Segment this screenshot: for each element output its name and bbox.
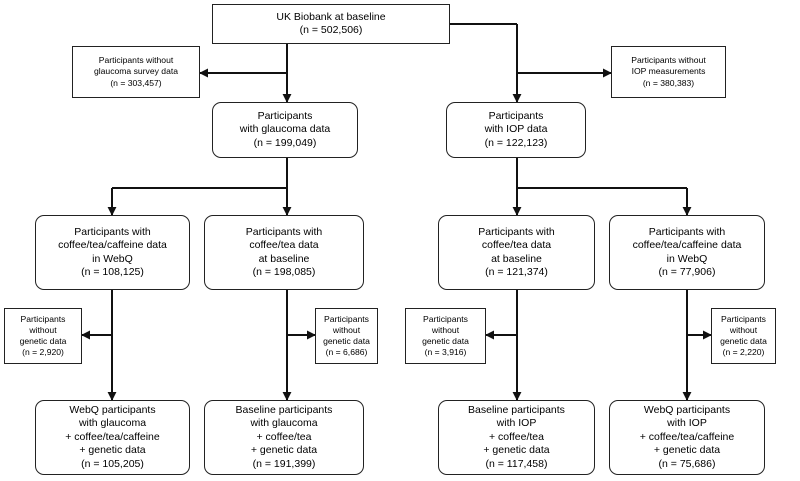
box-no-genetic-webq-glaucoma: Participants without genetic data (n = 2…: [4, 308, 82, 364]
box-baseline-iop: Participants with coffee/tea data at bas…: [438, 215, 595, 290]
text-line: (n = 77,906): [658, 265, 716, 278]
text-line: Participants: [257, 109, 313, 122]
text-line: in WebQ: [666, 252, 708, 265]
box-baseline-glaucoma: Participants with coffee/tea data at bas…: [204, 215, 364, 290]
box-no-genetic-baseline-iop: Participants without genetic data (n = 3…: [405, 308, 486, 364]
text-line: without: [729, 324, 758, 335]
root-line-1: UK Biobank at baseline: [276, 10, 386, 23]
box-with-glaucoma-data: Participants with glaucoma data (n = 199…: [212, 102, 358, 158]
text-line: + genetic data: [653, 444, 721, 457]
text-line: coffee/tea/caffeine data: [58, 239, 167, 252]
text-line: glaucoma survey data: [93, 66, 179, 77]
text-line: Participants with: [478, 225, 555, 238]
text-line: Participants: [20, 313, 66, 324]
box-no-genetic-webq-iop: Participants without genetic data (n = 2…: [711, 308, 776, 364]
text-line: (n = 75,686): [658, 457, 716, 470]
text-line: with glaucoma: [78, 417, 147, 430]
box-without-glaucoma-survey: Participants without glaucoma survey dat…: [72, 46, 200, 98]
text-line: + genetic data: [483, 444, 550, 457]
text-line: (n = 108,125): [81, 265, 144, 278]
text-line: Participants: [488, 109, 544, 122]
text-line: (n = 199,049): [253, 136, 317, 149]
text-line: + coffee/tea/caffeine: [65, 430, 160, 443]
text-line: + coffee/tea: [256, 430, 312, 443]
text-line: Participants with: [74, 225, 151, 238]
text-line: with IOP data: [484, 123, 548, 136]
text-line: (n = 380,383): [642, 77, 695, 88]
root-line-2: (n = 502,506): [299, 24, 363, 36]
text-line: + genetic data: [250, 444, 318, 457]
text-line: Participants: [721, 313, 766, 324]
text-line: (n = 117,458): [485, 457, 548, 470]
text-line: Participants: [423, 313, 468, 324]
box-final-webq-glaucoma: WebQ participants with glaucoma + coffee…: [35, 400, 190, 475]
text-line: IOP measurements: [631, 66, 706, 77]
text-line: Participants without: [98, 55, 174, 66]
text-line: with IOP: [496, 417, 537, 430]
text-line: genetic data: [422, 336, 469, 346]
text-line: coffee/tea data: [481, 239, 552, 252]
text-line: + genetic data: [79, 444, 146, 457]
text-line: (n = 2,220): [722, 347, 765, 358]
text-line: WebQ participants: [643, 403, 731, 416]
text-line: (n = 303,457): [110, 77, 162, 88]
text-line: + coffee/tea: [489, 430, 544, 443]
text-line: (n = 122,123): [484, 136, 548, 149]
text-line: with glaucoma: [250, 417, 318, 430]
text-line: (n = 121,374): [485, 265, 548, 278]
text-line: coffee/tea data: [249, 239, 319, 252]
text-line: genetic data: [720, 336, 767, 346]
text-line: genetic data: [323, 336, 370, 346]
text-line: without: [332, 324, 361, 335]
text-line: + coffee/tea/caffeine: [639, 430, 735, 443]
box-final-baseline-glaucoma: Baseline participants with glaucoma + co…: [204, 400, 364, 475]
text-line: Participants without: [631, 55, 706, 66]
text-line: Baseline participants: [235, 403, 333, 416]
text-line: Participants: [324, 313, 369, 324]
box-webq-iop: Participants with coffee/tea/caffeine da…: [609, 215, 765, 290]
box-final-webq-iop: WebQ participants with IOP + coffee/tea/…: [609, 400, 765, 475]
text-line: (n = 198,085): [252, 265, 316, 278]
box-without-iop: Participants without IOP measurements (n…: [611, 46, 726, 98]
box-webq-glaucoma: Participants with coffee/tea/caffeine da…: [35, 215, 190, 290]
box-with-iop-data: Participants with IOP data (n = 122,123): [446, 102, 586, 158]
box-no-genetic-baseline-glaucoma: Participants without genetic data (n = 6…: [315, 308, 378, 364]
text-line: at baseline: [258, 252, 310, 265]
text-line: (n = 2,920): [22, 347, 64, 358]
text-line: genetic data: [19, 336, 67, 346]
text-line: without: [431, 324, 460, 335]
text-line: (n = 3,916): [424, 347, 467, 358]
text-line: (n = 6,686): [325, 347, 368, 358]
box-uk-biobank-baseline: UK Biobank at baseline (n = 502,506): [212, 4, 450, 44]
text-line: WebQ participants: [69, 403, 156, 416]
text-line: Participants with: [245, 225, 323, 238]
text-line: with glaucoma data: [239, 123, 331, 136]
text-line: without: [29, 324, 57, 335]
box-final-baseline-iop: Baseline participants with IOP + coffee/…: [438, 400, 595, 475]
text-line: Baseline participants: [468, 403, 565, 416]
text-line: (n = 191,399): [252, 457, 316, 470]
text-line: at baseline: [491, 252, 542, 265]
text-line: with IOP: [667, 417, 707, 430]
text-line: in WebQ: [92, 252, 133, 265]
text-line: coffee/tea/caffeine data: [632, 239, 742, 252]
text-line: (n = 105,205): [81, 457, 144, 470]
text-line: Participants with: [648, 225, 726, 238]
